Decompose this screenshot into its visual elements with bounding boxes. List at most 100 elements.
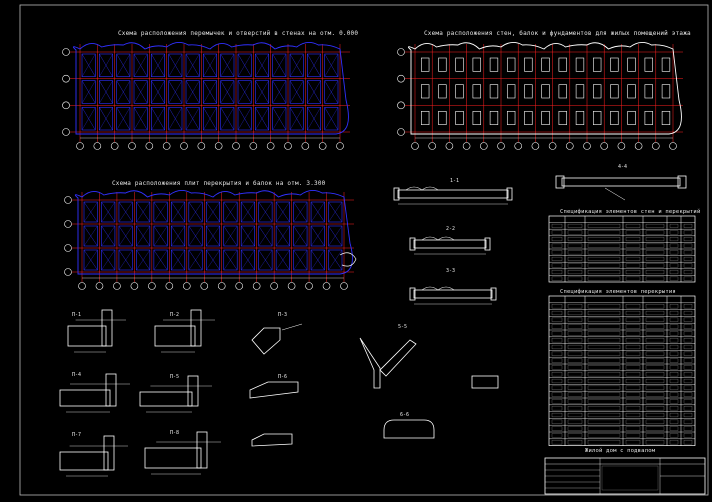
axis-circle-icon <box>76 142 84 150</box>
table-cell-glyph <box>683 223 693 228</box>
table-cell-glyph <box>551 378 563 384</box>
wall-opening <box>438 57 447 72</box>
table-cell-glyph <box>669 243 679 248</box>
table-cell-glyph <box>683 344 693 350</box>
plan-diagonal <box>223 225 238 247</box>
axis-circle-icon <box>322 282 331 290</box>
plan-cell <box>205 249 221 271</box>
wall-opening <box>575 84 585 99</box>
table-cell-glyph <box>683 324 693 329</box>
plan-cell <box>310 201 325 223</box>
table-cell-glyph <box>625 317 641 322</box>
section-3-3-beam <box>413 289 493 299</box>
plan-diagonal <box>310 249 325 271</box>
table-cell-glyph <box>587 406 621 411</box>
beam-support-left <box>555 175 565 189</box>
plan-diagonal <box>293 201 308 223</box>
axis-circle-icon <box>600 142 609 150</box>
table-cell-glyph <box>683 270 693 275</box>
plan-diagonal <box>188 225 203 247</box>
section-4-4-beam <box>561 177 681 187</box>
table-cell-glyph <box>587 230 621 235</box>
beam-load-curve <box>405 186 439 191</box>
plan-cell <box>136 201 151 223</box>
plan-cell <box>203 80 217 104</box>
plan-diagonal <box>99 80 113 104</box>
table-cell-glyph <box>625 399 641 404</box>
axis-circle-icon <box>197 142 206 150</box>
node-p6 <box>249 381 299 399</box>
axis-circle-icon <box>266 142 275 150</box>
wall-opening <box>541 111 550 125</box>
table-cell-glyph <box>683 304 693 309</box>
plan-diagonal <box>136 249 150 271</box>
plan-cell <box>310 225 325 247</box>
table-cell-glyph <box>551 276 563 281</box>
plan-cell <box>328 201 343 223</box>
table-cell-glyph <box>645 270 665 275</box>
node-label-p1: П-1 <box>72 312 82 318</box>
table-cell-glyph <box>645 378 665 384</box>
axis-circle-icon <box>235 282 243 290</box>
plan-cell <box>310 249 325 271</box>
axis-circle-icon <box>249 142 258 150</box>
plan-diagonal <box>255 107 269 131</box>
plan-diagonal <box>101 201 116 223</box>
axis-circle-icon <box>340 282 348 290</box>
table-cell-glyph <box>645 237 665 242</box>
table-cell-glyph <box>683 399 693 404</box>
axis-circle-icon <box>214 142 223 150</box>
table-cell-glyph <box>669 406 679 411</box>
plan-mid-left-title: Схема расположения плит перекрытия и бал… <box>112 180 326 187</box>
wall-opening <box>489 84 499 99</box>
table-cell-glyph <box>625 223 641 228</box>
section-label-1-1: 1-1 <box>450 178 460 184</box>
table-cell-glyph <box>567 426 583 431</box>
table-cell-glyph <box>669 310 679 316</box>
table-cell-glyph <box>645 230 665 235</box>
node-p2 <box>154 325 196 347</box>
axis-circle-icon <box>252 282 261 290</box>
axis-circle-icon <box>93 142 102 150</box>
wall-opening <box>541 57 550 72</box>
table-cell-glyph <box>587 385 621 390</box>
table-cell-glyph <box>587 338 621 343</box>
table-cell-glyph <box>551 270 563 275</box>
table-cell-glyph <box>669 324 679 329</box>
table-cell-glyph <box>645 440 665 445</box>
axis-circle-icon <box>497 142 505 150</box>
section-1-1-beam <box>397 189 509 199</box>
table-cell-glyph <box>551 310 563 316</box>
wall-opening <box>420 84 430 99</box>
wall-opening <box>506 84 516 99</box>
plan-diagonal <box>276 249 290 271</box>
axis-circle-icon <box>397 101 405 110</box>
wall-opening <box>506 111 516 125</box>
axis-circle-icon <box>397 74 405 83</box>
plan-diagonal <box>258 249 273 271</box>
plan-cell <box>220 107 235 131</box>
sheet-frame <box>19 4 709 496</box>
plan-diagonal <box>153 249 168 271</box>
plan-diagonal <box>293 249 308 271</box>
table-cell-glyph <box>551 331 563 336</box>
wall-opening <box>644 84 653 99</box>
wall-opening <box>420 111 430 125</box>
table-cell-glyph <box>625 237 641 242</box>
table-cell-glyph <box>683 426 693 431</box>
table-cell-glyph <box>669 331 679 336</box>
table-cell-glyph <box>625 344 641 350</box>
axis-circle-icon <box>397 128 405 136</box>
plan-diagonal <box>206 201 220 223</box>
table-cell-glyph <box>645 304 665 309</box>
plan-diagonal <box>276 225 290 247</box>
table-cell-glyph <box>587 412 621 418</box>
table-cell-glyph <box>587 426 621 431</box>
axis-circle-icon <box>217 282 226 290</box>
table-cell-glyph <box>645 263 665 268</box>
section-label-4-4: 4-4 <box>618 164 628 170</box>
plan-cell <box>255 80 269 104</box>
wall-opening <box>558 111 567 125</box>
table-cell-glyph <box>567 433 583 438</box>
plan-cell <box>83 249 98 271</box>
